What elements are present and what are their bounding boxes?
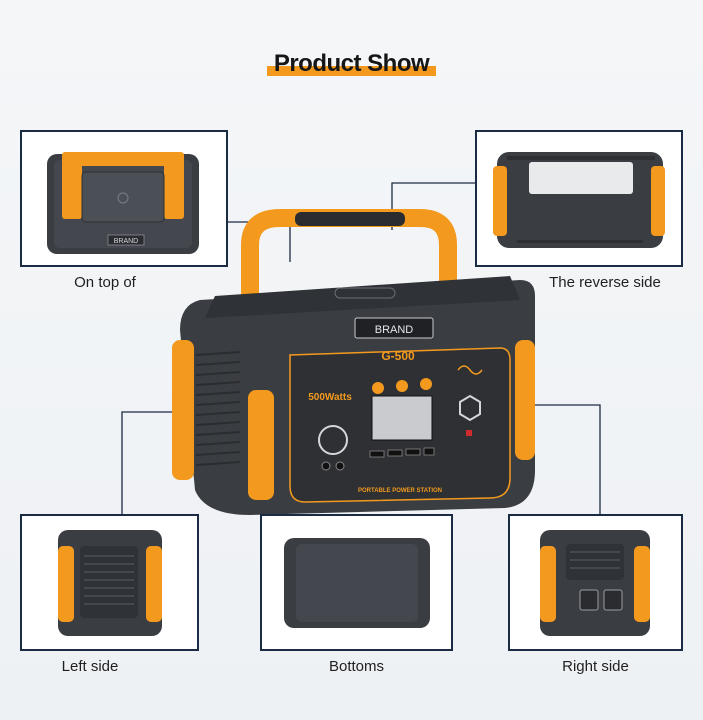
caption-reverse: The reverse side — [549, 274, 661, 291]
view-panel-reverse — [475, 130, 683, 267]
left-view-image — [58, 530, 162, 636]
caption-bottom: Bottoms — [328, 658, 385, 675]
main-brand-label: BRAND — [375, 324, 414, 336]
main-subtitle-label: PORTABLE POWER STATION — [358, 488, 442, 494]
view-panel-bottom — [260, 514, 453, 651]
page-title-text: Product Show — [273, 50, 430, 77]
title-wrap: Product Show — [0, 50, 703, 78]
view-panel-top: BRAND — [20, 130, 228, 267]
caption-top: On top of — [74, 274, 136, 291]
page-title: Product Show — [266, 50, 437, 78]
bottom-view-image — [284, 538, 430, 628]
main-model-label: G-500 — [381, 349, 415, 363]
caption-right: Right side — [562, 658, 629, 675]
main-wattage-label: 500Watts — [308, 392, 352, 403]
reverse-view-image — [493, 152, 665, 248]
view-panel-right — [508, 514, 683, 651]
view-panel-left — [20, 514, 199, 651]
caption-left: Left side — [61, 658, 119, 675]
top-brand-label: BRAND — [114, 238, 139, 245]
right-view-image — [540, 530, 650, 636]
top-view-image: BRAND — [47, 152, 199, 254]
